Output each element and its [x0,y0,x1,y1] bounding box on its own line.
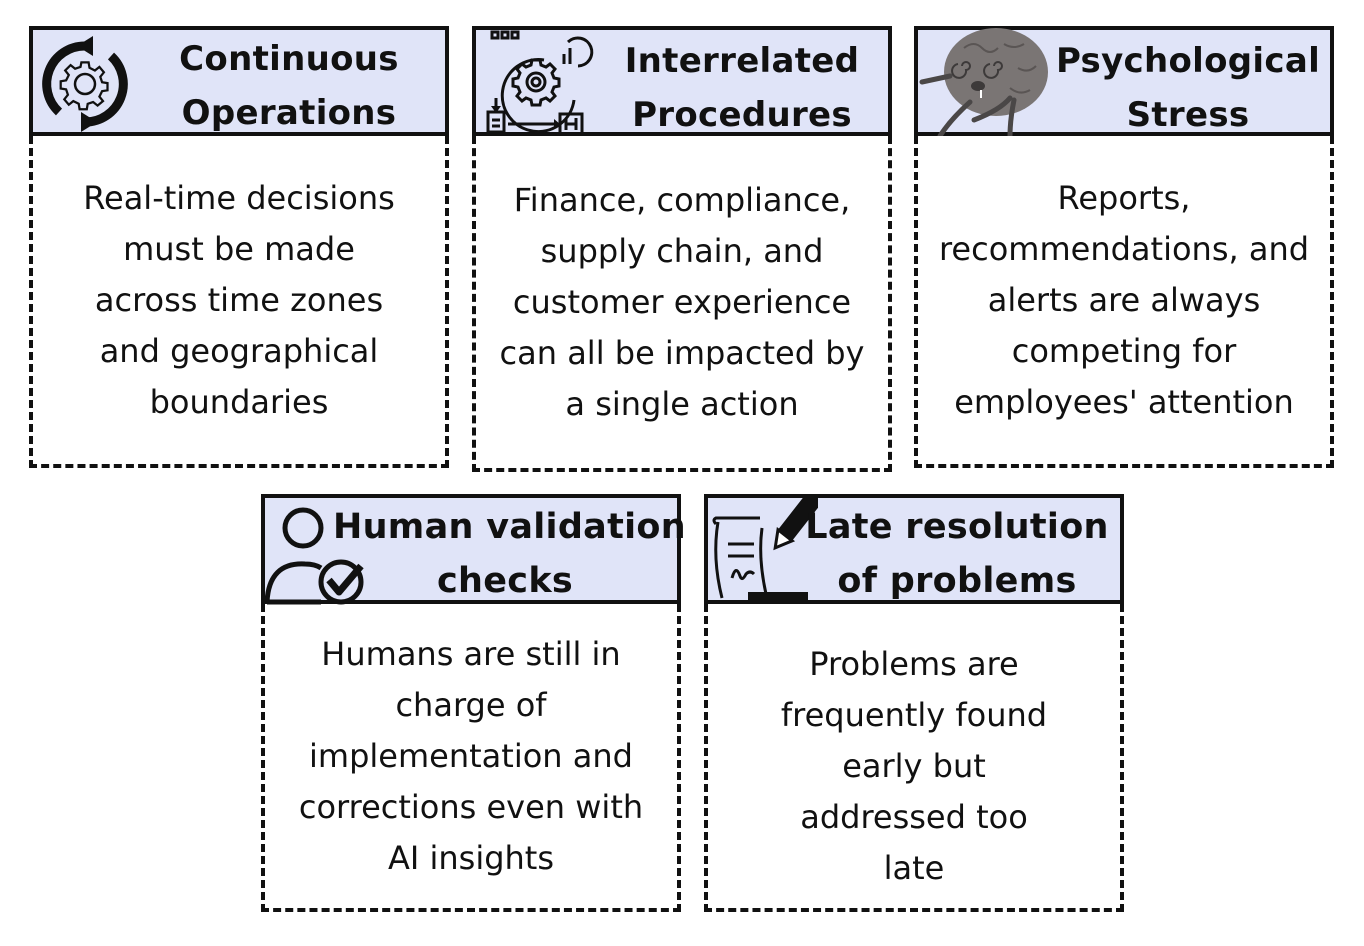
card-header: Psychological Stress [914,26,1334,136]
card-description: Finance, compliance, supply chain, and c… [499,180,865,423]
card-late-resolution: Late resolution of problems Problems are… [704,494,1124,912]
card-title: Late resolution of problems [804,500,1110,608]
process-workflow-icon [486,30,594,136]
card-description: Reports, recommendations, and alerts are… [938,178,1310,421]
stressed-brain-icon [919,28,1048,136]
title-line: Operations [181,93,397,133]
card-description: Problems are frequently found early but … [780,644,1048,887]
user-check-icon [265,507,364,605]
card-description: Humans are still in charge of implementa… [298,634,644,877]
card-title: Interrelated Procedures [606,34,878,142]
card-continuous-operations: Continuous Operations Real-time decision… [29,26,449,468]
card-description: Real-time decisions must be made across … [83,178,395,421]
title-line: Interrelated [624,41,860,81]
card-header: Human validation checks [261,494,686,605]
title-line: Late resolution [805,507,1109,547]
title-line: Stress [1126,95,1250,135]
card-body: Reports, recommendations, and alerts are… [914,136,1334,468]
card-body: Real-time decisions must be made across … [29,136,449,468]
card-title: Psychological Stress [1048,34,1328,142]
card-body: Finance, compliance, supply chain, and c… [472,136,892,472]
card-body: Problems are frequently found early but … [704,604,1124,912]
card-title: Human validation checks [333,500,686,608]
card-header: Late resolution of problems [704,494,1124,604]
scroll-pen-icon [712,498,818,602]
title-line: Human validation [333,507,686,547]
card-header: Interrelated Procedures [472,26,892,136]
card-body: Humans are still in charge of implementa… [261,604,681,912]
title-line: Procedures [632,95,852,135]
card-title: Continuous Operations [143,32,435,140]
title-line: of problems [837,561,1077,601]
gear-cycle-icon [42,36,128,132]
card-psychological-stress: Psychological Stress Reports, recommenda… [914,26,1334,468]
title-line: Continuous [179,39,399,79]
card-interrelated-procedures: Interrelated Procedures Finance, complia… [472,26,892,472]
card-human-validation-checks: Human validation checks Humans are still… [261,494,686,912]
title-line: checks [436,561,574,601]
title-line: Psychological [1055,41,1321,81]
card-header: Continuous Operations [29,26,449,136]
